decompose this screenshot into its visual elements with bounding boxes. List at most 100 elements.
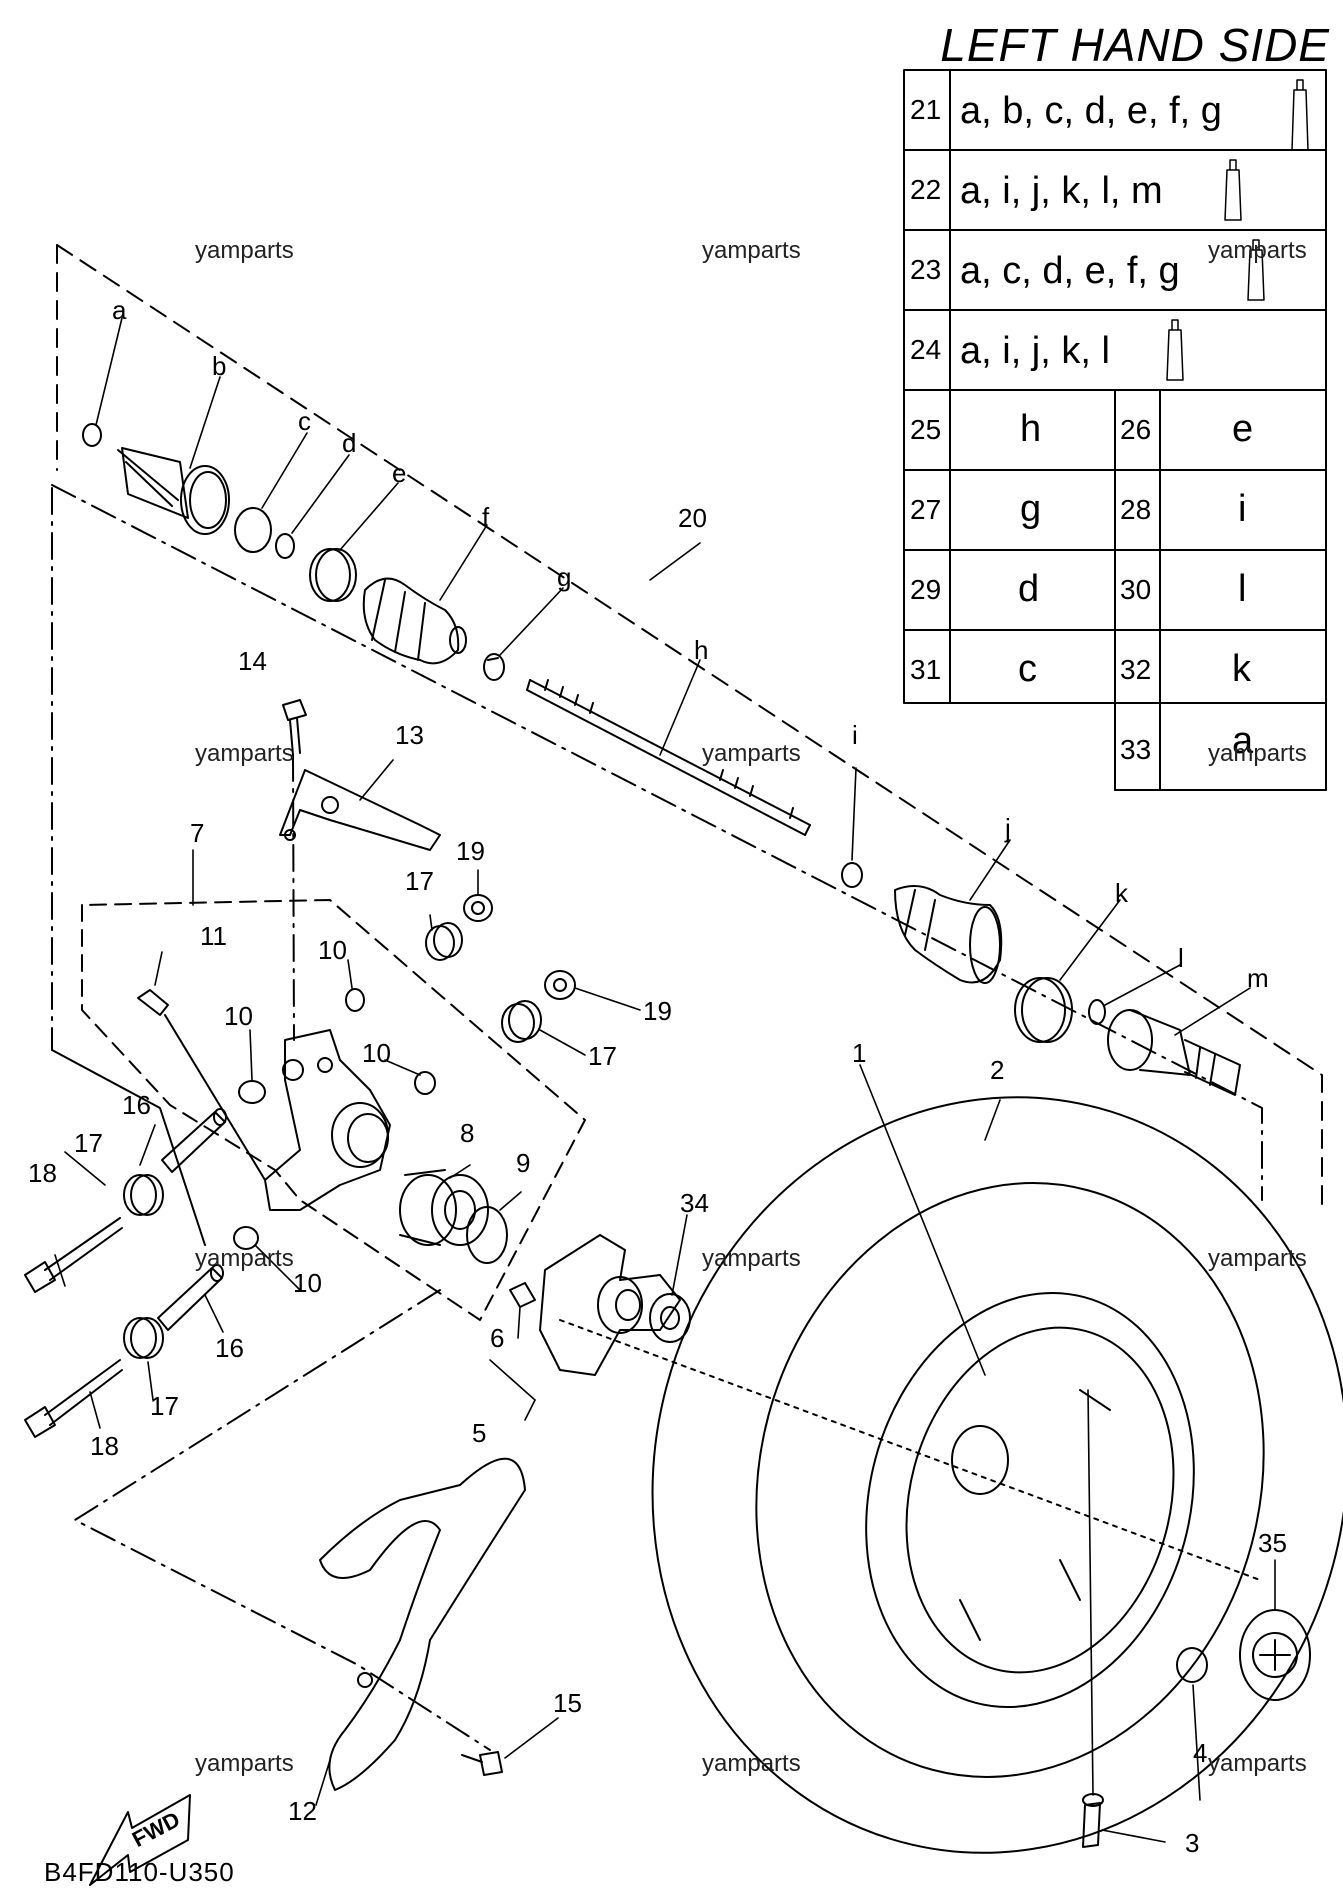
bushing-17-upper xyxy=(425,922,463,961)
kit-no-21: 21 xyxy=(910,94,942,125)
callout-7: 7 xyxy=(190,818,205,848)
band-g xyxy=(483,653,505,681)
collar-10-c xyxy=(414,1071,436,1095)
kit-table-frame xyxy=(903,69,1327,791)
collar-10-b xyxy=(238,1080,266,1104)
driveshaft-assembly-outline xyxy=(56,244,1323,1211)
callout-35: 35 xyxy=(1258,1528,1287,1558)
callout-11: 11 xyxy=(200,921,227,951)
shaft-h xyxy=(526,679,811,836)
stud-6 xyxy=(509,1282,536,1308)
cv-joint-m xyxy=(1107,1009,1241,1096)
nut-34 xyxy=(649,1293,691,1343)
kit-no-27: 27 xyxy=(910,494,942,525)
kit-part-27: g xyxy=(1020,488,1042,530)
kit-parts-21: a, b, c, d, e, f, g xyxy=(960,90,1222,132)
kit-parts-22: a, i, j, k, l, m xyxy=(960,170,1163,212)
callout-3: 3 xyxy=(1185,1828,1200,1858)
nut-19-lower xyxy=(544,970,576,1000)
brake-disc-12 xyxy=(319,1457,526,1791)
kit-no-31: 31 xyxy=(910,654,942,685)
bolt-15 xyxy=(461,1751,503,1776)
callout-k: k xyxy=(1115,878,1128,908)
tire-2 xyxy=(651,1096,1343,1854)
callout-20: 20 xyxy=(678,503,707,533)
callout-i: i xyxy=(852,720,858,750)
valve-3 xyxy=(1082,1793,1104,1848)
callout-10-b: 10 xyxy=(224,1001,253,1031)
diagram-code: B4FD110-U350 xyxy=(44,1857,235,1887)
callout-9: 9 xyxy=(516,1148,531,1178)
callout-5: 5 xyxy=(472,1418,487,1448)
callout-34: 34 xyxy=(680,1188,709,1218)
band-k xyxy=(1014,977,1073,1043)
kit-part-29: d xyxy=(1018,568,1040,610)
circlip-l xyxy=(1088,999,1106,1025)
kit-no-29: 29 xyxy=(910,574,942,605)
brake-disc-axis xyxy=(74,1289,491,1751)
callout-10-d: 10 xyxy=(293,1268,322,1298)
circlip-9 xyxy=(466,1206,508,1264)
collar-10-d xyxy=(233,1226,259,1250)
nut-19-upper xyxy=(463,894,493,922)
kit-part-33: a xyxy=(1232,720,1254,762)
kit-parts-24: a, i, j, k, l xyxy=(960,330,1110,372)
band-e xyxy=(309,548,357,602)
kit-part-30: l xyxy=(1238,568,1247,610)
knuckle-group-lines xyxy=(51,1049,206,1246)
callout-10-c: 10 xyxy=(362,1038,391,1068)
watermark: yamparts xyxy=(702,1245,801,1272)
kit-no-26: 26 xyxy=(1120,414,1152,445)
watermark: yamparts xyxy=(702,740,801,767)
callout-10-a: 10 xyxy=(318,935,347,965)
callout-19-lower: 19 xyxy=(643,996,672,1026)
boot-f xyxy=(362,577,467,665)
callout-j: j xyxy=(1005,813,1011,843)
knuckle-7 xyxy=(264,1029,391,1211)
bearing-8 xyxy=(399,1169,489,1246)
kit-no-32: 32 xyxy=(1120,654,1152,685)
kit-no-30: 30 xyxy=(1120,574,1152,605)
collar-10-a xyxy=(345,988,365,1012)
bushing-17-upper-left xyxy=(123,1174,164,1216)
nut-11 xyxy=(137,989,266,1181)
callout-g: g xyxy=(557,562,572,592)
circlip-a xyxy=(82,423,102,447)
nut-4 xyxy=(1176,1647,1208,1683)
bushing-17-mid xyxy=(501,1000,542,1043)
hub-5 xyxy=(539,1234,681,1376)
kit-no-23: 23 xyxy=(910,254,942,285)
callout-17-upper-left: 17 xyxy=(74,1128,103,1158)
bushing-17-lower-left xyxy=(123,1317,164,1359)
kit-part-28: i xyxy=(1238,488,1247,530)
callout-l: l xyxy=(1178,943,1184,973)
cv-joint-b xyxy=(117,447,230,535)
callout-17-mid: 17 xyxy=(588,1041,617,1071)
callout-13: 13 xyxy=(395,720,424,750)
collar-16-lower xyxy=(157,1264,224,1331)
kit-parts-23: a, c, d, e, f, g xyxy=(960,250,1180,292)
callout-4: 4 xyxy=(1193,1738,1208,1768)
watermark: yamparts xyxy=(1208,740,1307,767)
callout-c: c xyxy=(298,406,311,436)
callout-a: a xyxy=(112,295,127,325)
watermark: yamparts xyxy=(195,1245,294,1272)
callout-16-upper: 16 xyxy=(122,1090,151,1120)
circlip-d xyxy=(275,533,295,559)
collar-16-upper xyxy=(161,1108,227,1173)
callout-1: 1 xyxy=(852,1038,867,1068)
kit-part-32: k xyxy=(1232,648,1251,690)
hub-axis xyxy=(559,1319,1261,1581)
kit-part-25: h xyxy=(1020,408,1042,450)
bolt-18-upper xyxy=(24,1217,123,1293)
watermark: yamparts xyxy=(195,740,294,767)
watermark: yamparts xyxy=(195,1750,294,1777)
callout-12: 12 xyxy=(288,1796,317,1826)
watermark: yamparts xyxy=(195,237,294,264)
watermark: yamparts xyxy=(702,237,801,264)
callout-e: e xyxy=(392,458,407,488)
guard-13 xyxy=(279,769,441,851)
leader-lines xyxy=(54,317,1276,1843)
wheel-1 xyxy=(865,1291,1195,1709)
